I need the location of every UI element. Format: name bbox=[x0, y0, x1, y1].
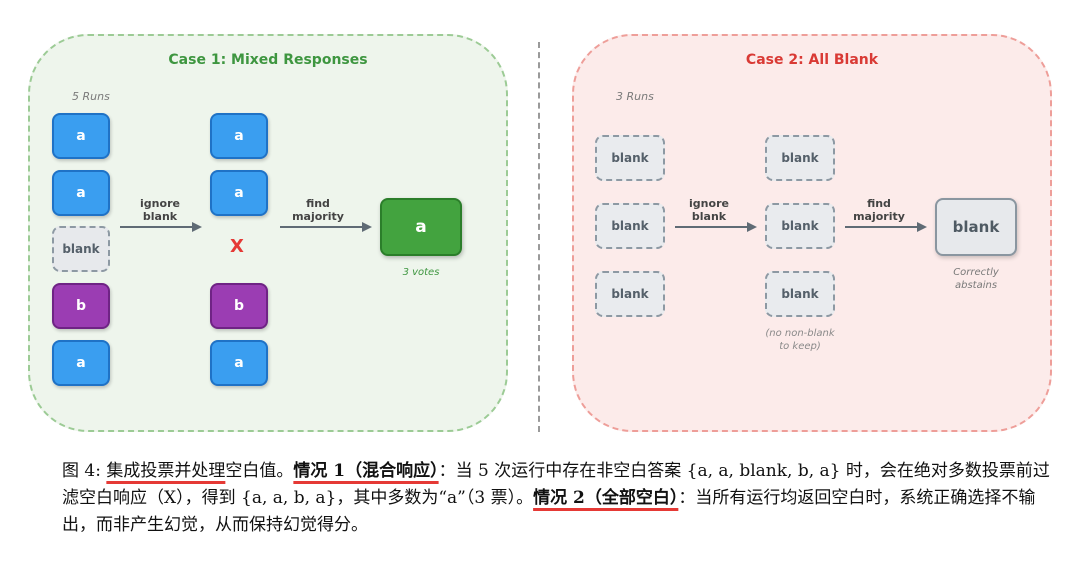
case1-filtered-5: a bbox=[210, 340, 268, 386]
case1-title: Case 1: Mixed Responses bbox=[168, 52, 368, 68]
case2-filtered-note: (no non-blank to keep) bbox=[750, 327, 850, 353]
case1-run-1: a bbox=[52, 113, 110, 159]
case1-run-4: b bbox=[52, 283, 110, 329]
case2-arrow1-label-line1: ignore bbox=[689, 197, 729, 210]
case1-runs-label: 5 Runs bbox=[72, 90, 110, 103]
figure-caption: 图 4: 集成投票并处理空白值。情况 1（混合响应）：当 5 次运行中存在非空白… bbox=[62, 458, 1058, 539]
case1-arrow1-label: ignore blank bbox=[120, 197, 200, 223]
case2-run-2: blank bbox=[595, 203, 665, 249]
case1-arrow2-label-line1: find bbox=[306, 197, 330, 210]
case2-filtered-1: blank bbox=[765, 135, 835, 181]
case2-arrow2-label-line2: majority bbox=[853, 210, 905, 223]
caption-case1-text: ：当 5 次运行中存在非空白答案 {a, a, blank, b, a} 时，会… bbox=[62, 461, 1050, 508]
case2-title: Case 2: All Blank bbox=[745, 52, 879, 68]
case1-filtered-4: b bbox=[210, 283, 268, 329]
case2-arrow1-label-line2: blank bbox=[691, 210, 727, 223]
case1-filtered-1: a bbox=[210, 113, 268, 159]
case1-result-note: 3 votes bbox=[402, 267, 440, 278]
case2-result-note-line2: abstains bbox=[954, 280, 998, 291]
case1-arrow2-label-line2: majority bbox=[292, 210, 344, 223]
case2-arrow1-label: ignore blank bbox=[669, 197, 749, 223]
case1-result: a bbox=[380, 198, 462, 256]
case2-arrow2-label: find majority bbox=[839, 197, 919, 223]
case1-arrow2-label: find majority bbox=[278, 197, 358, 223]
case2-filtered-note-line2: to keep) bbox=[779, 341, 821, 352]
case2-run-1: blank bbox=[595, 135, 665, 181]
caption-fig-label: 图 4: bbox=[62, 461, 107, 481]
case1-arrow1-label-line2: blank bbox=[142, 210, 178, 223]
caption-case1-heading: 情况 1（混合响应） bbox=[293, 461, 439, 481]
case1-arrow1-label-line1: ignore bbox=[140, 197, 180, 210]
case1-run-3-blank: blank bbox=[52, 226, 110, 272]
case2-run-3: blank bbox=[595, 271, 665, 317]
case2-result-note: Correctly abstains bbox=[926, 266, 1026, 292]
case2-filtered-3: blank bbox=[765, 271, 835, 317]
case2-arrow2-label-line1: find bbox=[867, 197, 891, 210]
case2-result-note-line1: Correctly bbox=[953, 267, 999, 278]
caption-case2-heading: 情况 2（全部空白） bbox=[533, 488, 679, 508]
case1-filtered-2: a bbox=[210, 170, 268, 216]
case2-filtered-2: blank bbox=[765, 203, 835, 249]
case2-result: blank bbox=[935, 198, 1017, 256]
case2-filtered-note-line1: (no non-blank bbox=[765, 328, 835, 339]
caption-case2-text: ：当所有运行均返回空白时，系统正确选择不输出，而非产生幻觉，从而保持幻觉得分。 bbox=[62, 488, 1036, 535]
caption-underlined-title: 集成投票并处理 bbox=[106, 461, 226, 481]
case1-run-5: a bbox=[52, 340, 110, 386]
panel-divider bbox=[538, 42, 540, 432]
case1-filtered-removed-mark: X bbox=[230, 236, 244, 257]
caption-title-rest: 空白值。 bbox=[225, 461, 294, 481]
case1-run-2: a bbox=[52, 170, 110, 216]
case2-runs-label: 3 Runs bbox=[616, 90, 654, 103]
